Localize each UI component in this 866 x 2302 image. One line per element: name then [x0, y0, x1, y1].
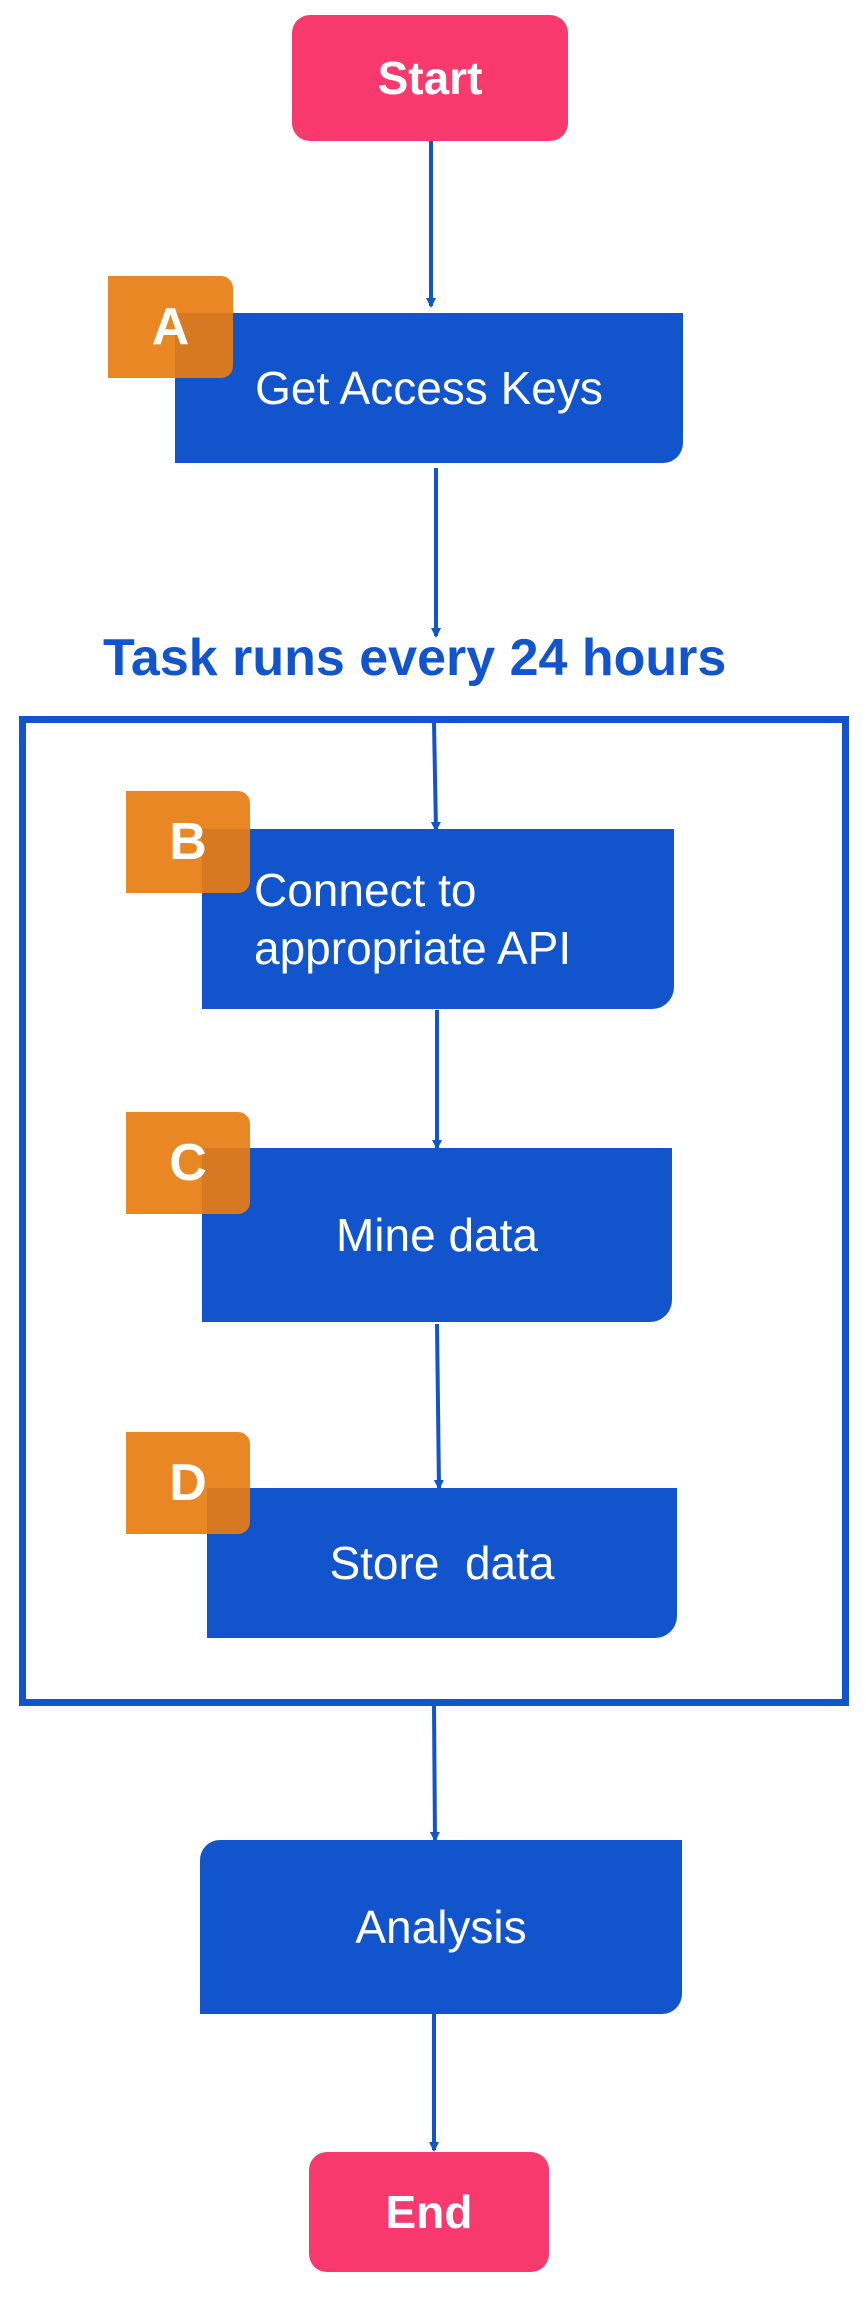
end-node: End — [309, 2152, 549, 2272]
step-b-badge: B — [126, 791, 250, 893]
arrow-loop-to-b — [430, 721, 441, 832]
step-d-box: Store data — [207, 1488, 677, 1638]
arrow-d-to-analysis — [429, 1703, 440, 1842]
analysis-label: Analysis — [355, 1901, 527, 1953]
step-c-badge-letter: C — [169, 1134, 207, 1192]
loop-frame — [19, 716, 849, 1706]
arrow-c-to-d — [433, 1323, 444, 1490]
end-label: End — [385, 2186, 473, 2238]
analysis-box: Analysis — [200, 1840, 682, 2014]
step-c-box: Mine data — [202, 1148, 672, 1322]
start-label: Start — [377, 52, 483, 104]
step-b-box: Connect to appropriate API — [202, 829, 674, 1009]
step-d-badge-letter: D — [169, 1454, 207, 1512]
step-a-label: Get Access Keys — [255, 362, 603, 414]
loop-title: Task runs every 24 hours — [103, 629, 727, 687]
step-a-badge-letter: A — [151, 298, 190, 356]
step-b-badge-letter: B — [169, 813, 207, 871]
step-c-label: Mine data — [335, 1209, 538, 1261]
step-c-badge: C — [126, 1112, 250, 1214]
step-a-badge: A — [108, 276, 233, 378]
step-d-label: Store data — [329, 1537, 555, 1589]
step-b-label-line1: Connect to — [254, 864, 477, 916]
step-a-box: Get Access Keys — [175, 313, 683, 463]
step-b-label-line2: appropriate API — [254, 922, 572, 974]
start-node: Start — [292, 15, 568, 141]
step-d-badge: D — [126, 1432, 250, 1534]
